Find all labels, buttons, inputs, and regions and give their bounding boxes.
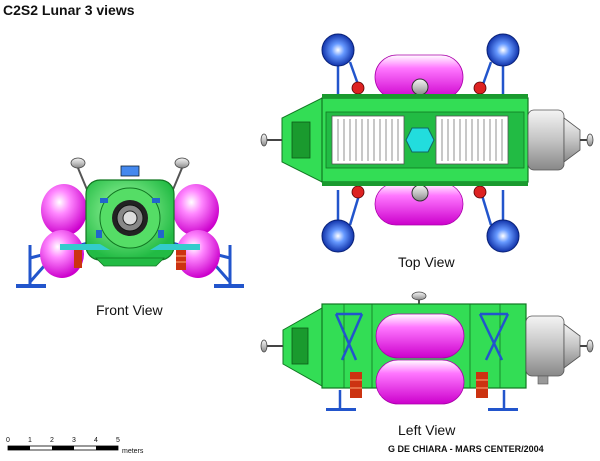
scale-tick-label: 0 bbox=[6, 437, 10, 444]
left-footpad bbox=[488, 408, 518, 411]
front-view bbox=[16, 157, 244, 288]
front-tank-lower-left bbox=[40, 230, 84, 278]
left-antenna-icon bbox=[411, 291, 427, 301]
left-engine-left bbox=[350, 372, 362, 398]
top-tail-module bbox=[527, 109, 565, 171]
top-footpad-dish-icon bbox=[321, 219, 355, 253]
front-top-hatch bbox=[120, 165, 140, 177]
front-footpad-right bbox=[214, 284, 244, 288]
top-footpad-dish-icon bbox=[486, 219, 520, 253]
left-tank-upper bbox=[375, 313, 465, 359]
scale-bar bbox=[7, 445, 119, 451]
front-tank-upper-left bbox=[41, 184, 87, 236]
top-view-label: Top View bbox=[398, 254, 455, 270]
credit-text: G DE CHIARA - MARS CENTER/2004 bbox=[388, 444, 544, 454]
scale-tick-label: 2 bbox=[50, 437, 54, 444]
top-footpad-dish-icon bbox=[486, 33, 520, 67]
left-view bbox=[260, 291, 594, 411]
front-view-label: Front View bbox=[96, 302, 163, 318]
front-footpad-left bbox=[16, 284, 46, 288]
front-tank-upper-right bbox=[173, 184, 219, 236]
front-antenna-right-icon bbox=[174, 157, 190, 169]
top-view bbox=[260, 33, 594, 253]
scale-tick-label: 4 bbox=[94, 437, 98, 444]
left-truss bbox=[334, 312, 510, 408]
top-center-hatch-icon bbox=[405, 127, 435, 153]
scale-tick-label: 3 bbox=[72, 437, 76, 444]
top-footpad-dish-icon bbox=[321, 33, 355, 67]
front-engine-right bbox=[176, 250, 186, 270]
left-engine-right bbox=[476, 372, 488, 398]
left-footpad bbox=[326, 408, 356, 411]
front-engine-left bbox=[74, 250, 82, 268]
left-view-label: Left View bbox=[398, 422, 456, 438]
scale-tick-label: 1 bbox=[28, 437, 32, 444]
left-tail-module bbox=[525, 315, 565, 377]
scale-unit: meters bbox=[122, 448, 144, 455]
front-tank-lower-right bbox=[176, 230, 220, 278]
front-antenna-left-icon bbox=[70, 157, 86, 169]
left-tank-lower bbox=[375, 359, 465, 405]
scale-tick-label: 5 bbox=[116, 437, 120, 444]
diagram-title: C2S2 Lunar 3 views bbox=[3, 2, 135, 18]
